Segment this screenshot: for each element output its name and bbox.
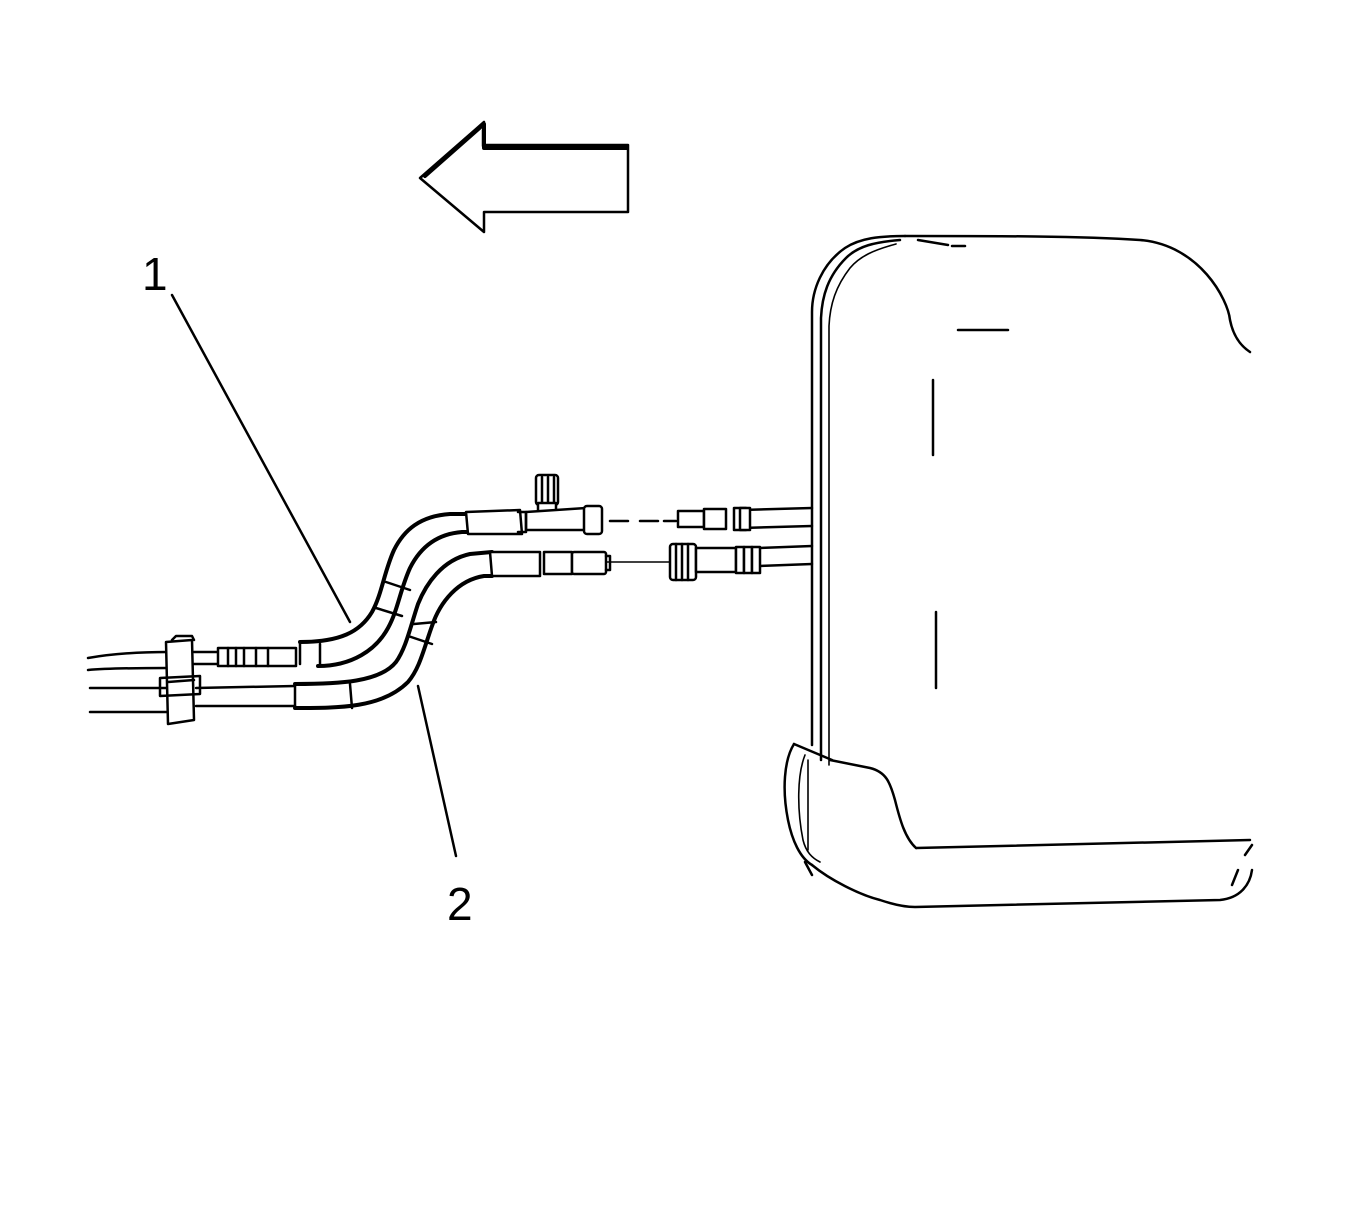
tank-fittings bbox=[668, 506, 814, 582]
leader-line-2 bbox=[416, 684, 458, 858]
chassis-lines bbox=[86, 634, 298, 726]
left-arrow-icon bbox=[418, 120, 630, 234]
fuel-hose-1 bbox=[298, 508, 528, 668]
fuel-tank bbox=[783, 234, 1254, 909]
direction-arrow bbox=[418, 120, 630, 234]
fuel-hose-2 bbox=[293, 550, 542, 710]
callout-2: 2 bbox=[447, 878, 473, 930]
callout-1: 1 bbox=[142, 248, 168, 300]
quick-connect-fittings bbox=[524, 473, 612, 576]
leader-line-1 bbox=[170, 293, 352, 624]
